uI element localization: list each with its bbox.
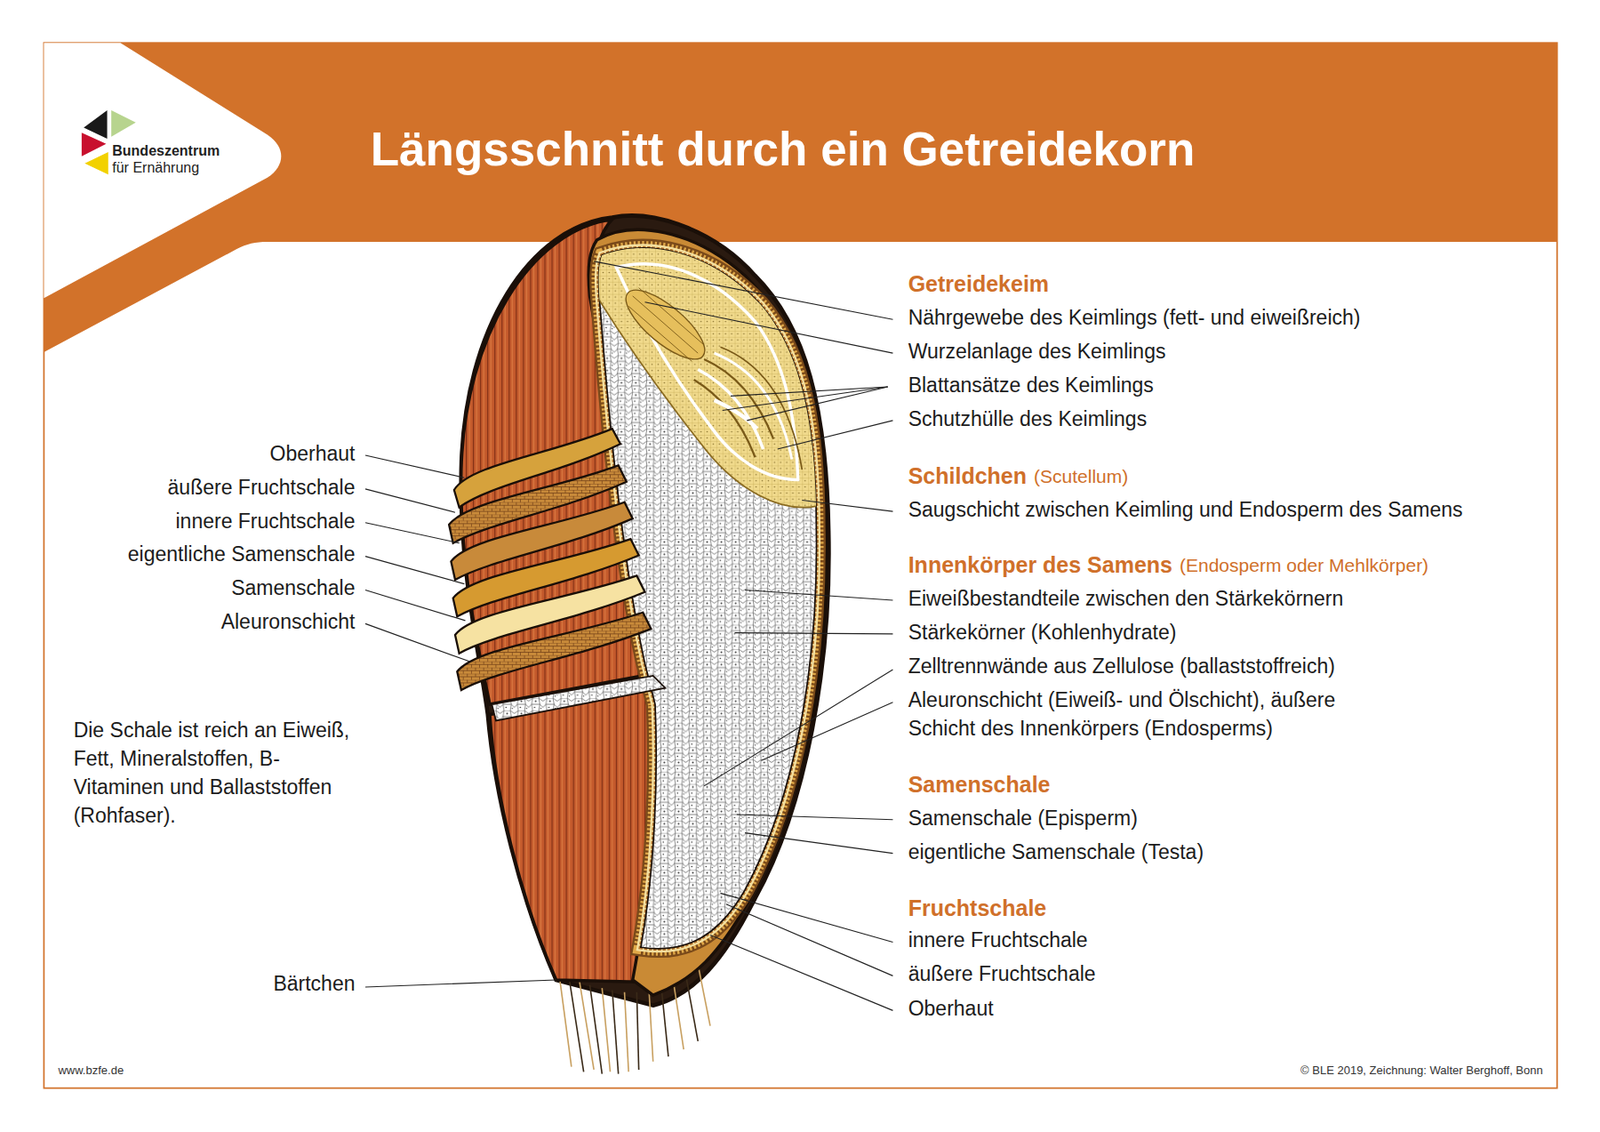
- layer-label: Samenschale: [231, 576, 355, 602]
- heading-note: (Scutellum): [1033, 465, 1128, 488]
- part-label: Nährgewebe des Keimlings (fett- und eiwe…: [908, 305, 1361, 331]
- layer-label: äußere Fruchtschale: [168, 475, 356, 501]
- layer-label: eigentliche Samenschale: [128, 543, 356, 568]
- layer-label: innere Fruchtschale: [176, 509, 356, 535]
- part-label: Eiweißbestandteile zwischen den Stärkekö…: [908, 586, 1344, 612]
- part-label: innere Fruchtschale: [908, 928, 1088, 954]
- section-heading: Getreidekeim: [908, 270, 1049, 297]
- section-heading: Fruchtschale: [908, 894, 1048, 921]
- part-label: Stärkekörner (Kohlenhydrate): [908, 620, 1177, 646]
- part-label: Schutzhülle des Keimlings: [908, 407, 1147, 432]
- part-label: Oberhaut: [908, 997, 994, 1023]
- part-label: äußere Fruchtschale: [908, 962, 1096, 988]
- logo-text: für Ernährung: [112, 160, 200, 177]
- page-title: Längsschnitt durch ein Getreidekorn: [370, 120, 1196, 178]
- footer-url: www.bzfe.de: [57, 1063, 124, 1078]
- part-label: Bärtchen: [272, 971, 355, 997]
- section-heading: Innenkörper des Samens: [908, 551, 1173, 578]
- part-label: Zelltrennwände aus Zellulose (ballaststo…: [908, 654, 1336, 680]
- info-note: Die Schale ist reich an Eiweiß, Fett, Mi…: [73, 715, 357, 830]
- layer-label: Oberhaut: [270, 441, 356, 467]
- part-label: Samenschale (Episperm): [908, 806, 1138, 832]
- section-heading: Samenschale: [908, 770, 1051, 798]
- logo-text: Bundeszentrum: [112, 142, 220, 160]
- part-label: Saugschicht zwischen Keimling und Endosp…: [908, 497, 1464, 523]
- layer-label: Aleuronschicht: [221, 609, 356, 635]
- footer-credit: © BLE 2019, Zeichnung: Walter Berghoff, …: [1300, 1063, 1544, 1078]
- part-label: eigentliche Samenschale (Testa): [908, 840, 1204, 865]
- heading-note: (Endosperm oder Mehlkörper): [1179, 553, 1429, 576]
- section-heading: Schildchen: [908, 462, 1027, 489]
- part-label: Wurzelanlage des Keimlings: [908, 339, 1167, 365]
- part-label: Aleuronschicht (Eiweiß- und Ölschicht), …: [908, 685, 1352, 743]
- part-label: Blattansätze des Keimlings: [908, 373, 1154, 399]
